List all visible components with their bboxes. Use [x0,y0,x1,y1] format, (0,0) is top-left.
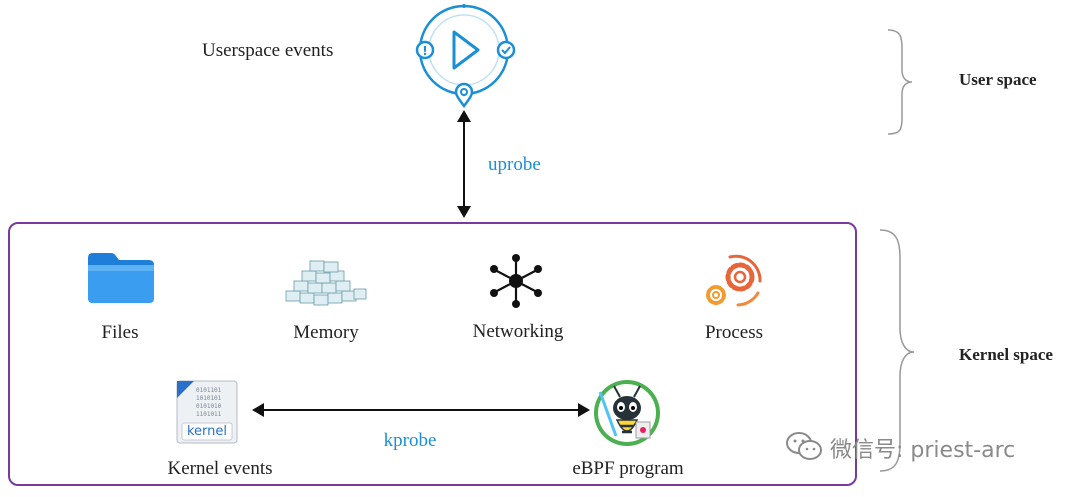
kernel-icon-text: kernel [186,424,228,439]
svg-text:0101010: 0101010 [196,403,222,410]
ebpf-program-label: eBPF program [572,458,684,479]
uprobe-label: uprobe [488,154,541,175]
watermark-text: 微信号: priest-arc [830,438,1016,463]
kernel-space-label: Kernel space [959,345,1053,364]
kernel-events-label: Kernel events [167,458,273,479]
uprobe-arrow [457,110,471,218]
user-space-label: User space [959,70,1037,89]
kernel-space-brace [879,229,915,472]
svg-text:!: ! [422,44,427,58]
ebpf-bee-icon [594,380,660,446]
memory-label: Memory [293,322,359,343]
gears-icon [706,254,762,307]
userspace-events-label: Userspace events [202,40,334,61]
svg-text:0101101: 0101101 [196,387,222,394]
wechat-icon [786,432,822,460]
play-circle-icon: ! [415,4,516,109]
kernel-space-box [8,222,857,486]
process-label: Process [704,322,764,343]
network-hub-icon [490,254,542,308]
memory-blocks-icon [285,260,367,306]
svg-text:1101011: 1101011 [196,411,222,418]
kprobe-label: kprobe [383,430,437,451]
user-space-brace [887,29,913,135]
kprobe-arrow [252,403,590,417]
files-label: Files [101,322,139,343]
folder-icon [88,253,154,303]
networking-label: Networking [472,321,564,342]
svg-text:1010101: 1010101 [196,395,222,402]
